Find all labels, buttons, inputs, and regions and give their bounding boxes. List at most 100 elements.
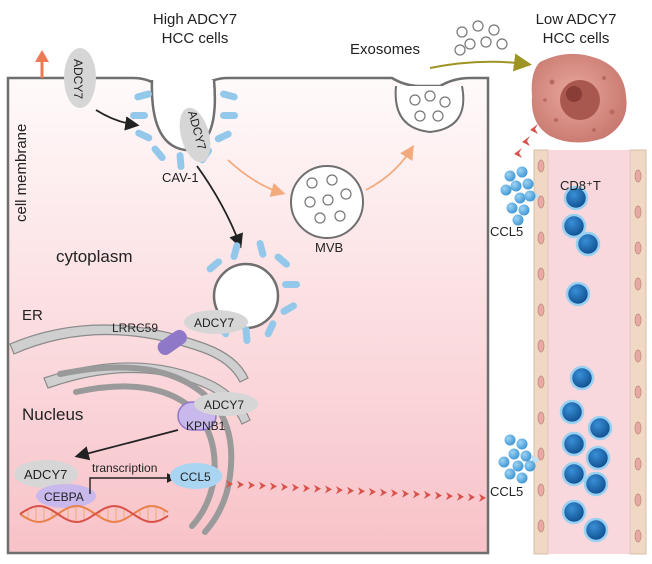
cytoplasm-label: cytoplasm xyxy=(56,247,133,266)
released-exosomes xyxy=(454,20,508,56)
transcription-arrow xyxy=(89,473,177,494)
arrow-to-nucleus-adcy7 xyxy=(74,429,179,461)
mvb-vesicles xyxy=(304,174,352,224)
adcy7-nucleus-oval xyxy=(14,460,78,488)
dna-helix xyxy=(19,504,169,524)
ccl5-molecule xyxy=(500,184,512,196)
high-title-line2: HCC cells xyxy=(162,30,229,47)
cd8-t-cell xyxy=(575,231,601,257)
exosomes-label: Exosomes xyxy=(350,41,420,58)
lrrc59-label: LRRC59 xyxy=(112,321,158,335)
secretion-chevron xyxy=(457,492,464,501)
ccl5-molecule xyxy=(510,180,522,192)
secretion-chevron xyxy=(402,489,409,498)
secretion-chevron xyxy=(281,483,288,491)
secretion-chevron xyxy=(424,490,431,499)
adcy7-import-oval xyxy=(194,392,258,416)
secretion-chevron xyxy=(336,486,343,495)
secretion-chevron xyxy=(479,493,486,502)
endothelial-nucleus xyxy=(634,277,642,291)
endothelial-nucleus xyxy=(634,205,642,219)
ccl5-molecule xyxy=(512,460,524,472)
cd8-t-cells xyxy=(559,185,613,543)
cd8-t-cell xyxy=(583,471,609,497)
transcription-label: transcription xyxy=(92,461,157,475)
secretion-chevron xyxy=(325,485,332,494)
ccl5-cluster-bottom xyxy=(498,434,536,484)
ccl5-nucleus-oval xyxy=(170,463,222,489)
endothelial-nucleus xyxy=(537,411,545,425)
cav1-label: CAV-1 xyxy=(162,170,199,185)
cd8-t-cell xyxy=(569,365,595,391)
endothelial-nucleus xyxy=(634,313,642,327)
ccl5-molecule xyxy=(498,456,510,468)
endothelial-nucleus xyxy=(537,159,545,173)
ccl5-secretion-chevrons xyxy=(226,480,486,502)
endothelial-nuclei xyxy=(537,159,642,543)
nucleus-label: Nucleus xyxy=(22,405,83,424)
cd8-t-cell xyxy=(583,517,609,543)
endothelial-nucleus xyxy=(634,349,642,363)
cell-membrane-label: cell membrane xyxy=(13,124,30,222)
secretion-chevron xyxy=(358,487,365,496)
adcy7-membrane-label: ADCY7 xyxy=(71,59,85,99)
blood-vessel xyxy=(532,149,647,555)
ccl5-top-label: CCL5 xyxy=(490,224,523,239)
endothelial-nucleus xyxy=(537,375,545,389)
low-title-line2: HCC cells xyxy=(543,30,610,47)
adcy7-caveolae-oval xyxy=(179,107,211,163)
endothelial-nucleus xyxy=(634,529,642,543)
endothelial-nucleus xyxy=(634,457,642,471)
ccl5-molecule xyxy=(516,438,528,450)
tumor-to-vessel-chevrons xyxy=(514,124,538,158)
kpnb1-label: KPNB1 xyxy=(186,419,226,433)
ccl5-molecule xyxy=(522,178,534,190)
secretion-chevron xyxy=(226,480,233,488)
adcy7-import-label: ADCY7 xyxy=(204,398,244,412)
arrow-membrane-to-caveolae xyxy=(95,109,140,131)
adcy7-nucleus-label: ADCY7 xyxy=(24,467,67,482)
endothelial-nucleus xyxy=(634,241,642,255)
secretion-chevron xyxy=(237,480,244,489)
cd8-t-cell xyxy=(587,415,613,441)
endothelial-nucleus xyxy=(634,493,642,507)
low-title-line1: Low ADCY7 xyxy=(536,11,617,28)
arrow-caveolae-to-vesicle xyxy=(196,165,243,249)
exosome-pocket-vesicles xyxy=(409,90,451,122)
endothelial-nucleus xyxy=(537,339,545,353)
ccl5-molecule xyxy=(508,448,520,460)
cd8-t-cell xyxy=(565,281,591,307)
secretion-chevron xyxy=(292,483,299,492)
mvb-label: MVB xyxy=(315,240,343,255)
secretion-chevron xyxy=(468,493,475,502)
ccl5-molecule xyxy=(506,202,518,214)
arrow-mvb-to-exosome xyxy=(365,144,414,191)
secretion-chevron xyxy=(303,484,310,493)
secretion-chevron xyxy=(270,482,277,491)
ccl5-molecule xyxy=(524,460,536,472)
ccl5-molecule xyxy=(518,204,530,216)
ccl5-molecule xyxy=(504,170,516,182)
ccl5-molecule xyxy=(516,472,528,484)
er-label: ER xyxy=(22,307,43,324)
cebpa-oval xyxy=(36,484,96,508)
dna-strand xyxy=(19,504,169,524)
secretion-chevron xyxy=(380,488,387,497)
endoplasmic-reticulum xyxy=(9,324,251,425)
ccl5-molecule xyxy=(524,190,536,202)
endothelial-nucleus xyxy=(537,519,545,533)
cd8-t-cell xyxy=(559,399,585,425)
endothelial-nucleus xyxy=(537,231,545,245)
secretion-chevron xyxy=(369,487,376,496)
secretion-chevron xyxy=(435,491,442,500)
endothelial-nucleus xyxy=(634,385,642,399)
endothelial-nucleus xyxy=(537,483,545,497)
cd8-t-cell xyxy=(585,445,611,471)
ccl5-bottom-label: CCL5 xyxy=(490,484,523,499)
arrow-caveolae-to-mvb xyxy=(227,159,286,197)
ccl5-molecule xyxy=(516,166,528,178)
ccl5-molecule xyxy=(514,192,526,204)
endothelial-nucleus xyxy=(634,169,642,183)
cebpa-label: CEBPA xyxy=(44,490,84,504)
